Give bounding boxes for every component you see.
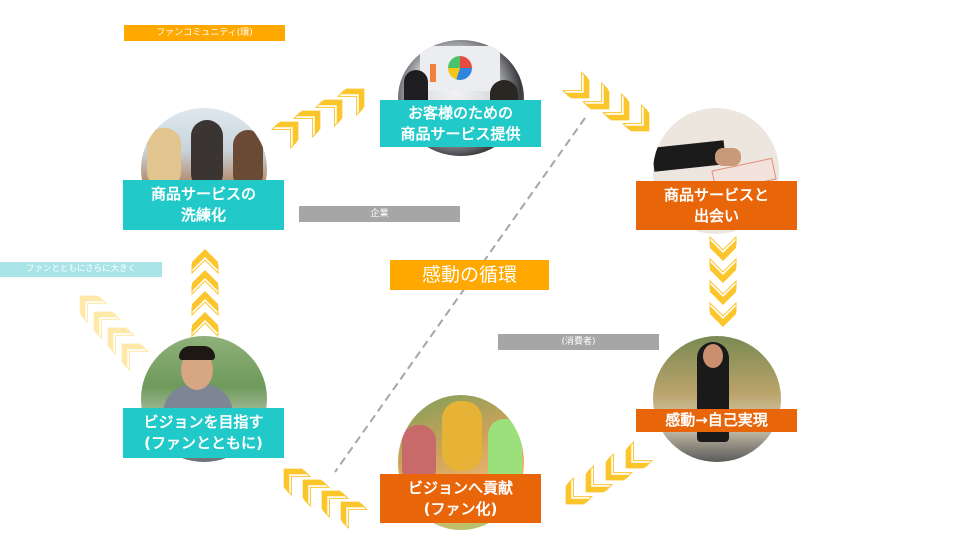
- arrow-chevron-fan-grow-icon: [79, 295, 108, 324]
- arrow-chevron-encounter-self-icon: [709, 257, 737, 283]
- arrow-chevron-refine-provide-icon: [292, 110, 321, 139]
- arrow-chevron-provide-encounter-icon: [561, 70, 590, 99]
- node-provide-line2: 商品サービス提供: [400, 124, 521, 143]
- arrow-chevron-self-contribute-icon: [625, 440, 654, 469]
- face-shape: [703, 344, 723, 368]
- node-refine-line2: 洗練化: [180, 206, 226, 224]
- fan-community-tag: ファンコミュニティ(環): [124, 25, 285, 41]
- arrow-chevron-encounter-self-icon: [709, 235, 737, 261]
- arrow-chevron-self-contribute-icon: [565, 476, 594, 505]
- arrow-chevron-self-contribute-icon: [585, 464, 614, 493]
- hair-shape: [179, 346, 215, 360]
- arrow-chevron-self-contribute-icon: [605, 452, 634, 481]
- company-tag: 企業: [299, 206, 460, 222]
- arrow-chevron-refine-provide-icon: [336, 88, 365, 117]
- arrow-chevron-refine-provide-icon: [314, 99, 343, 128]
- arrow-chevron-vision-refine-icon: [191, 249, 219, 275]
- node-refine-line1: 商品サービスの: [150, 185, 256, 203]
- person-silhouette: [147, 128, 181, 188]
- arrow-chevron-encounter-self-icon: [709, 279, 737, 305]
- pie-chart-graphic: [448, 56, 472, 80]
- bar-chart-graphic: [430, 64, 436, 82]
- person-silhouette: [442, 401, 482, 471]
- arrow-chevron-vision-refine-icon: [191, 270, 219, 296]
- node-contribute: ビジョンへ貢献 (ファン化): [380, 474, 541, 523]
- hand-shape: [715, 148, 741, 166]
- node-vision-line2: (ファンとともに): [144, 434, 263, 452]
- arrow-chevron-provide-encounter-icon: [581, 81, 610, 110]
- node-encounter: 商品サービスと 出会い: [636, 181, 797, 230]
- arrow-chevron-provide-encounter-icon: [621, 103, 650, 132]
- node-self-actualization: 感動→自己実現: [636, 409, 797, 432]
- node-vision: ビジョンを目指す (ファンとともに): [123, 408, 284, 458]
- consumer-tag: (消費者): [498, 334, 659, 350]
- arrow-chevron-provide-encounter-icon: [601, 92, 630, 121]
- arrow-chevron-contribute-vision-icon: [340, 501, 369, 530]
- arrow-chevron-vision-refine-icon: [191, 291, 219, 317]
- person-silhouette: [191, 120, 223, 190]
- arrow-chevron-contribute-vision-icon: [321, 490, 350, 519]
- node-vision-line1: ビジョンを目指す: [143, 413, 264, 431]
- arrow-chevron-fan-grow-icon: [93, 311, 122, 340]
- node-provide: お客様のための 商品サービス提供: [380, 100, 541, 147]
- node-self-actualization-line1: 感動→自己実現: [665, 411, 768, 429]
- woman-on-motorcycle-photo: [653, 336, 781, 462]
- node-encounter-line2: 出会い: [693, 206, 739, 225]
- arrow-chevron-fan-grow-icon: [121, 343, 150, 372]
- node-encounter-line1: 商品サービスと: [663, 185, 769, 204]
- arrow-chevron-contribute-vision-icon: [302, 479, 331, 508]
- diagram-title: 感動の循環: [390, 260, 549, 290]
- fan-grow-tag: ファンとともにさらに大きく: [0, 262, 162, 277]
- node-provide-line1: お客様のための: [407, 103, 513, 122]
- arrow-chevron-refine-provide-icon: [270, 121, 299, 150]
- arrow-chevron-contribute-vision-icon: [283, 468, 312, 497]
- node-contribute-line2: (ファン化): [423, 499, 498, 518]
- node-contribute-line1: ビジョンへ貢献: [407, 478, 513, 497]
- arrow-chevron-vision-refine-icon: [191, 312, 219, 338]
- node-refine: 商品サービスの 洗練化: [123, 180, 284, 230]
- arrow-chevron-encounter-self-icon: [709, 301, 737, 327]
- arrow-chevron-fan-grow-icon: [107, 327, 136, 356]
